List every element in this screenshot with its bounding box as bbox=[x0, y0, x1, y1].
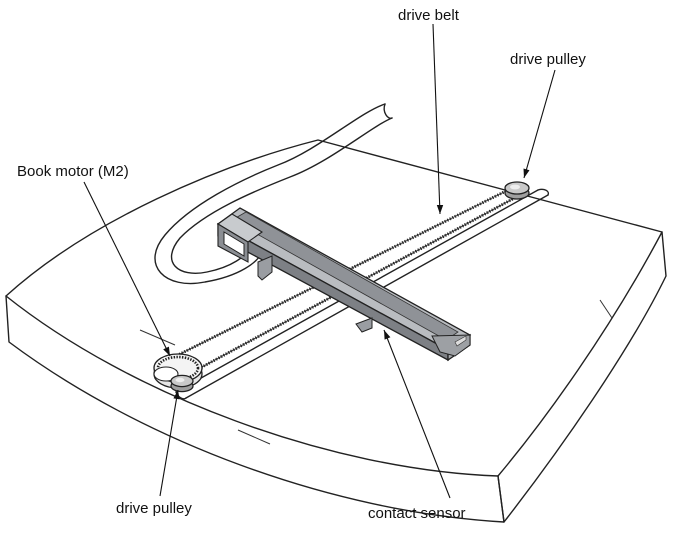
leader-contact-sensor bbox=[383, 329, 451, 499]
label-drive-belt: drive belt bbox=[398, 7, 460, 24]
label-book-motor: Book motor (M2) bbox=[17, 163, 129, 180]
leader-lines bbox=[83, 23, 556, 499]
label-drive-pulley-top: drive pulley bbox=[510, 51, 586, 68]
flat-cable bbox=[154, 103, 393, 285]
leader-drive-belt bbox=[432, 23, 441, 215]
label-contact-sensor: contact sensor bbox=[368, 505, 466, 522]
leader-book-motor bbox=[83, 181, 171, 357]
base-plate bbox=[5, 139, 667, 523]
leader-drive-pulley-top bbox=[523, 69, 556, 179]
book-motor-shape bbox=[153, 353, 203, 393]
drive-pulley-top-shape bbox=[504, 181, 530, 200]
contact-sensor-shape bbox=[216, 207, 472, 362]
leader-drive-pulley-bottom bbox=[159, 389, 179, 497]
label-drive-pulley-bottom: drive pulley bbox=[116, 500, 192, 517]
